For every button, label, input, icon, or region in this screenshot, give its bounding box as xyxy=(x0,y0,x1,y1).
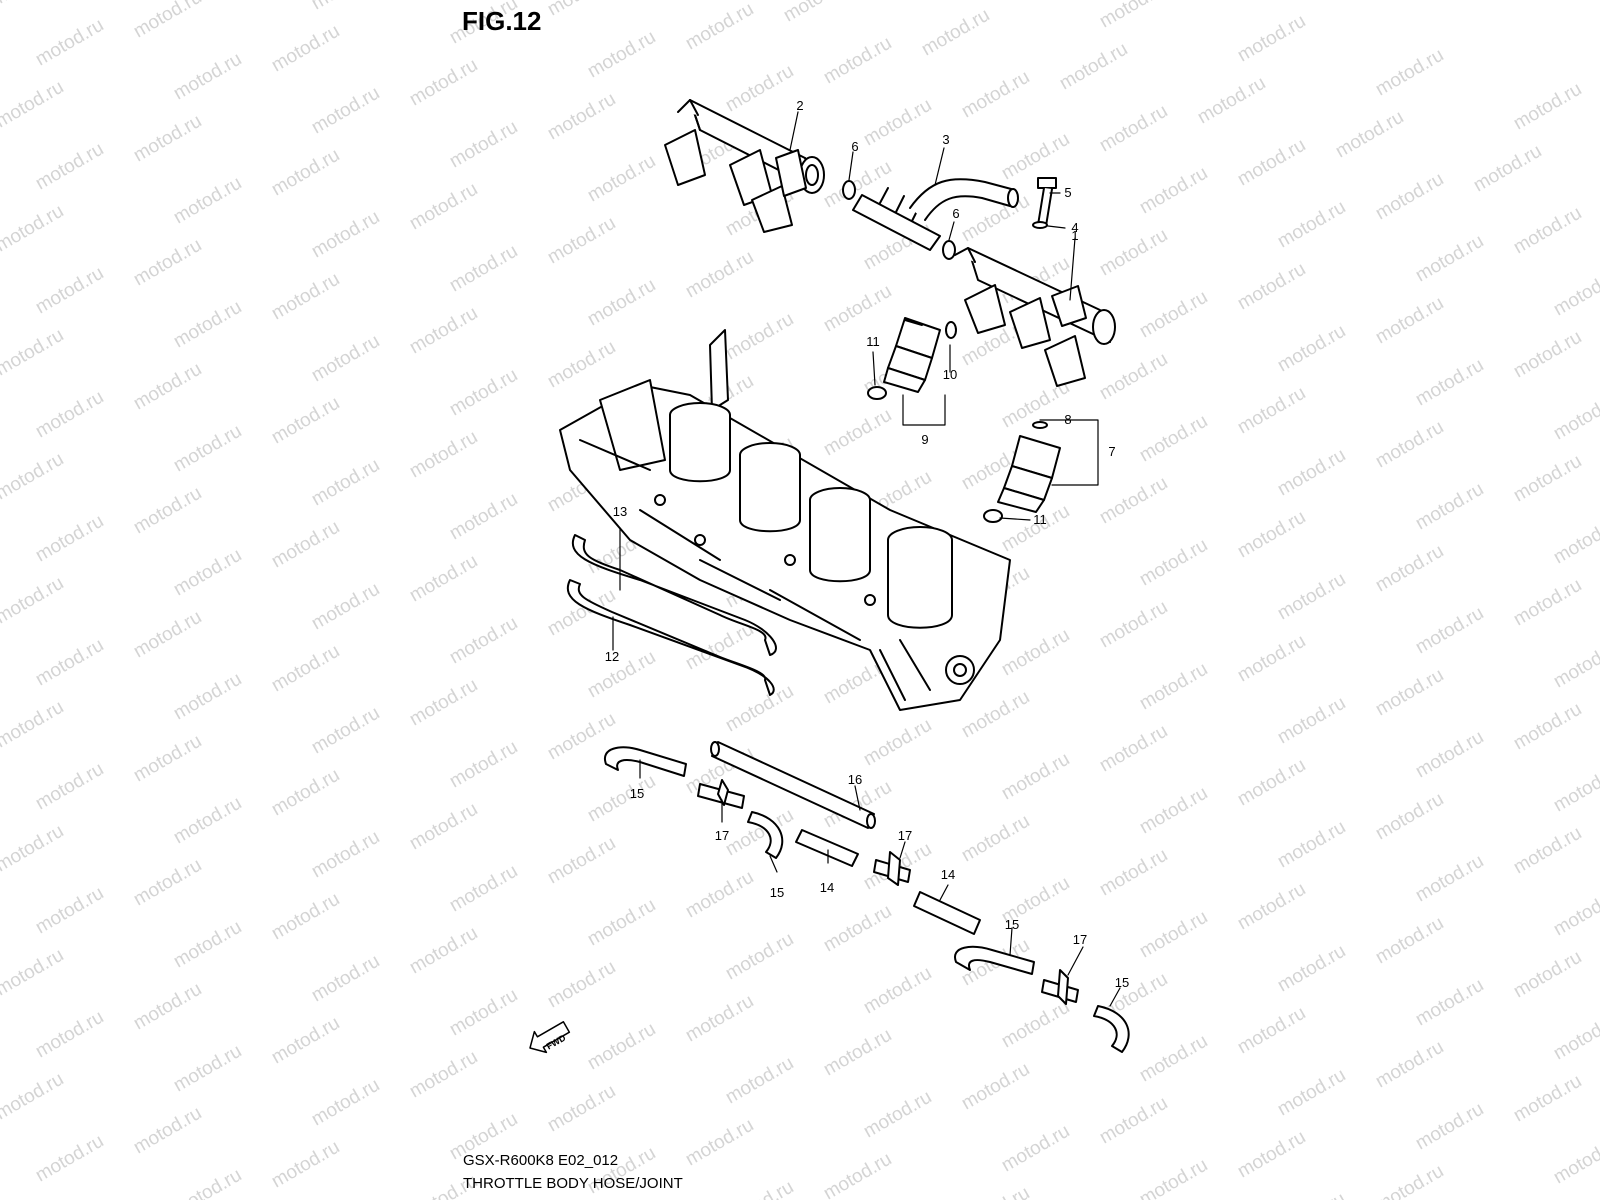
callout-label: 6 xyxy=(952,206,960,221)
leader-lines xyxy=(612,111,1121,1007)
callout-label: 14 xyxy=(940,867,956,882)
fuel-delivery-pipe-upper xyxy=(664,99,825,233)
fuel-injector-lower xyxy=(983,421,1061,523)
callout-label: 16 xyxy=(847,772,863,787)
callout-label: 11 xyxy=(866,334,880,349)
callout-label: 12 xyxy=(604,649,620,664)
callout-label: 10 xyxy=(942,367,958,382)
callout-label: 5 xyxy=(1064,185,1072,200)
figure-title: FIG.12 xyxy=(462,6,542,36)
forward-direction-arrow xyxy=(529,1021,571,1054)
callout-label: 15 xyxy=(769,885,785,900)
callout-label: 17 xyxy=(714,828,730,843)
callout-label: 11 xyxy=(1033,512,1047,527)
figure-caption: THROTTLE BODY HOSE/JOINT xyxy=(463,1175,683,1192)
callout-label: 1 xyxy=(1071,228,1079,243)
vacuum-hose-12 xyxy=(567,579,775,696)
callout-label: 15 xyxy=(629,786,645,801)
callout-label: 8 xyxy=(1064,412,1072,427)
fuel-delivery-pipe-lower xyxy=(954,247,1116,387)
o-ring-upper xyxy=(842,180,856,200)
mounting-bolt xyxy=(1037,177,1057,227)
callout-label: 9 xyxy=(921,432,929,447)
callout-label: 4 xyxy=(1071,220,1079,235)
callout-label: 6 xyxy=(851,139,859,154)
hose-joint-set xyxy=(603,741,1130,1053)
o-ring-lower xyxy=(942,240,956,260)
fuel-injector-upper xyxy=(867,317,957,400)
throttle-body-assembly xyxy=(559,329,1011,711)
callout-label: 3 xyxy=(942,132,950,147)
callout-label: 15 xyxy=(1004,917,1020,932)
model-code: GSX-R600K8 E02_012 xyxy=(463,1152,619,1169)
callout-label: 7 xyxy=(1108,444,1116,459)
callout-label: 14 xyxy=(819,880,835,895)
fuel-joint-pipe xyxy=(852,178,1019,251)
vacuum-hose-13 xyxy=(571,534,777,656)
callout-label: 17 xyxy=(897,828,913,843)
callout-label: 15 xyxy=(1114,975,1130,990)
callout-label: 13 xyxy=(612,504,628,519)
washer xyxy=(1032,221,1048,229)
callout-label: 2 xyxy=(796,98,804,113)
callout-label: 17 xyxy=(1072,932,1088,947)
